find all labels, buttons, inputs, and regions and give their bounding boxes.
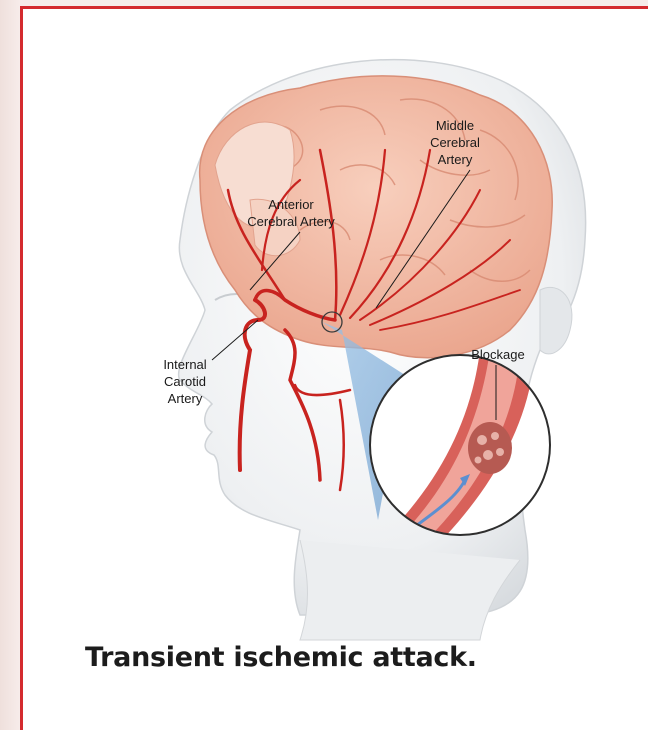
figure-caption: Transient ischemic attack. <box>85 642 477 673</box>
svg-text:Artery: Artery <box>168 391 203 406</box>
svg-text:Cerebral: Cerebral <box>430 135 480 150</box>
label-blockage: Blockage <box>471 347 524 362</box>
svg-text:Middle: Middle <box>436 118 474 133</box>
blockage-plaque <box>468 422 512 474</box>
label-internal-carotid-artery: Internal Carotid Artery <box>163 357 206 406</box>
svg-text:Artery: Artery <box>438 152 473 167</box>
svg-text:Internal: Internal <box>163 357 206 372</box>
svg-text:Cerebral Artery: Cerebral Artery <box>247 214 335 229</box>
svg-text:Anterior: Anterior <box>268 197 314 212</box>
svg-text:Carotid: Carotid <box>164 374 206 389</box>
